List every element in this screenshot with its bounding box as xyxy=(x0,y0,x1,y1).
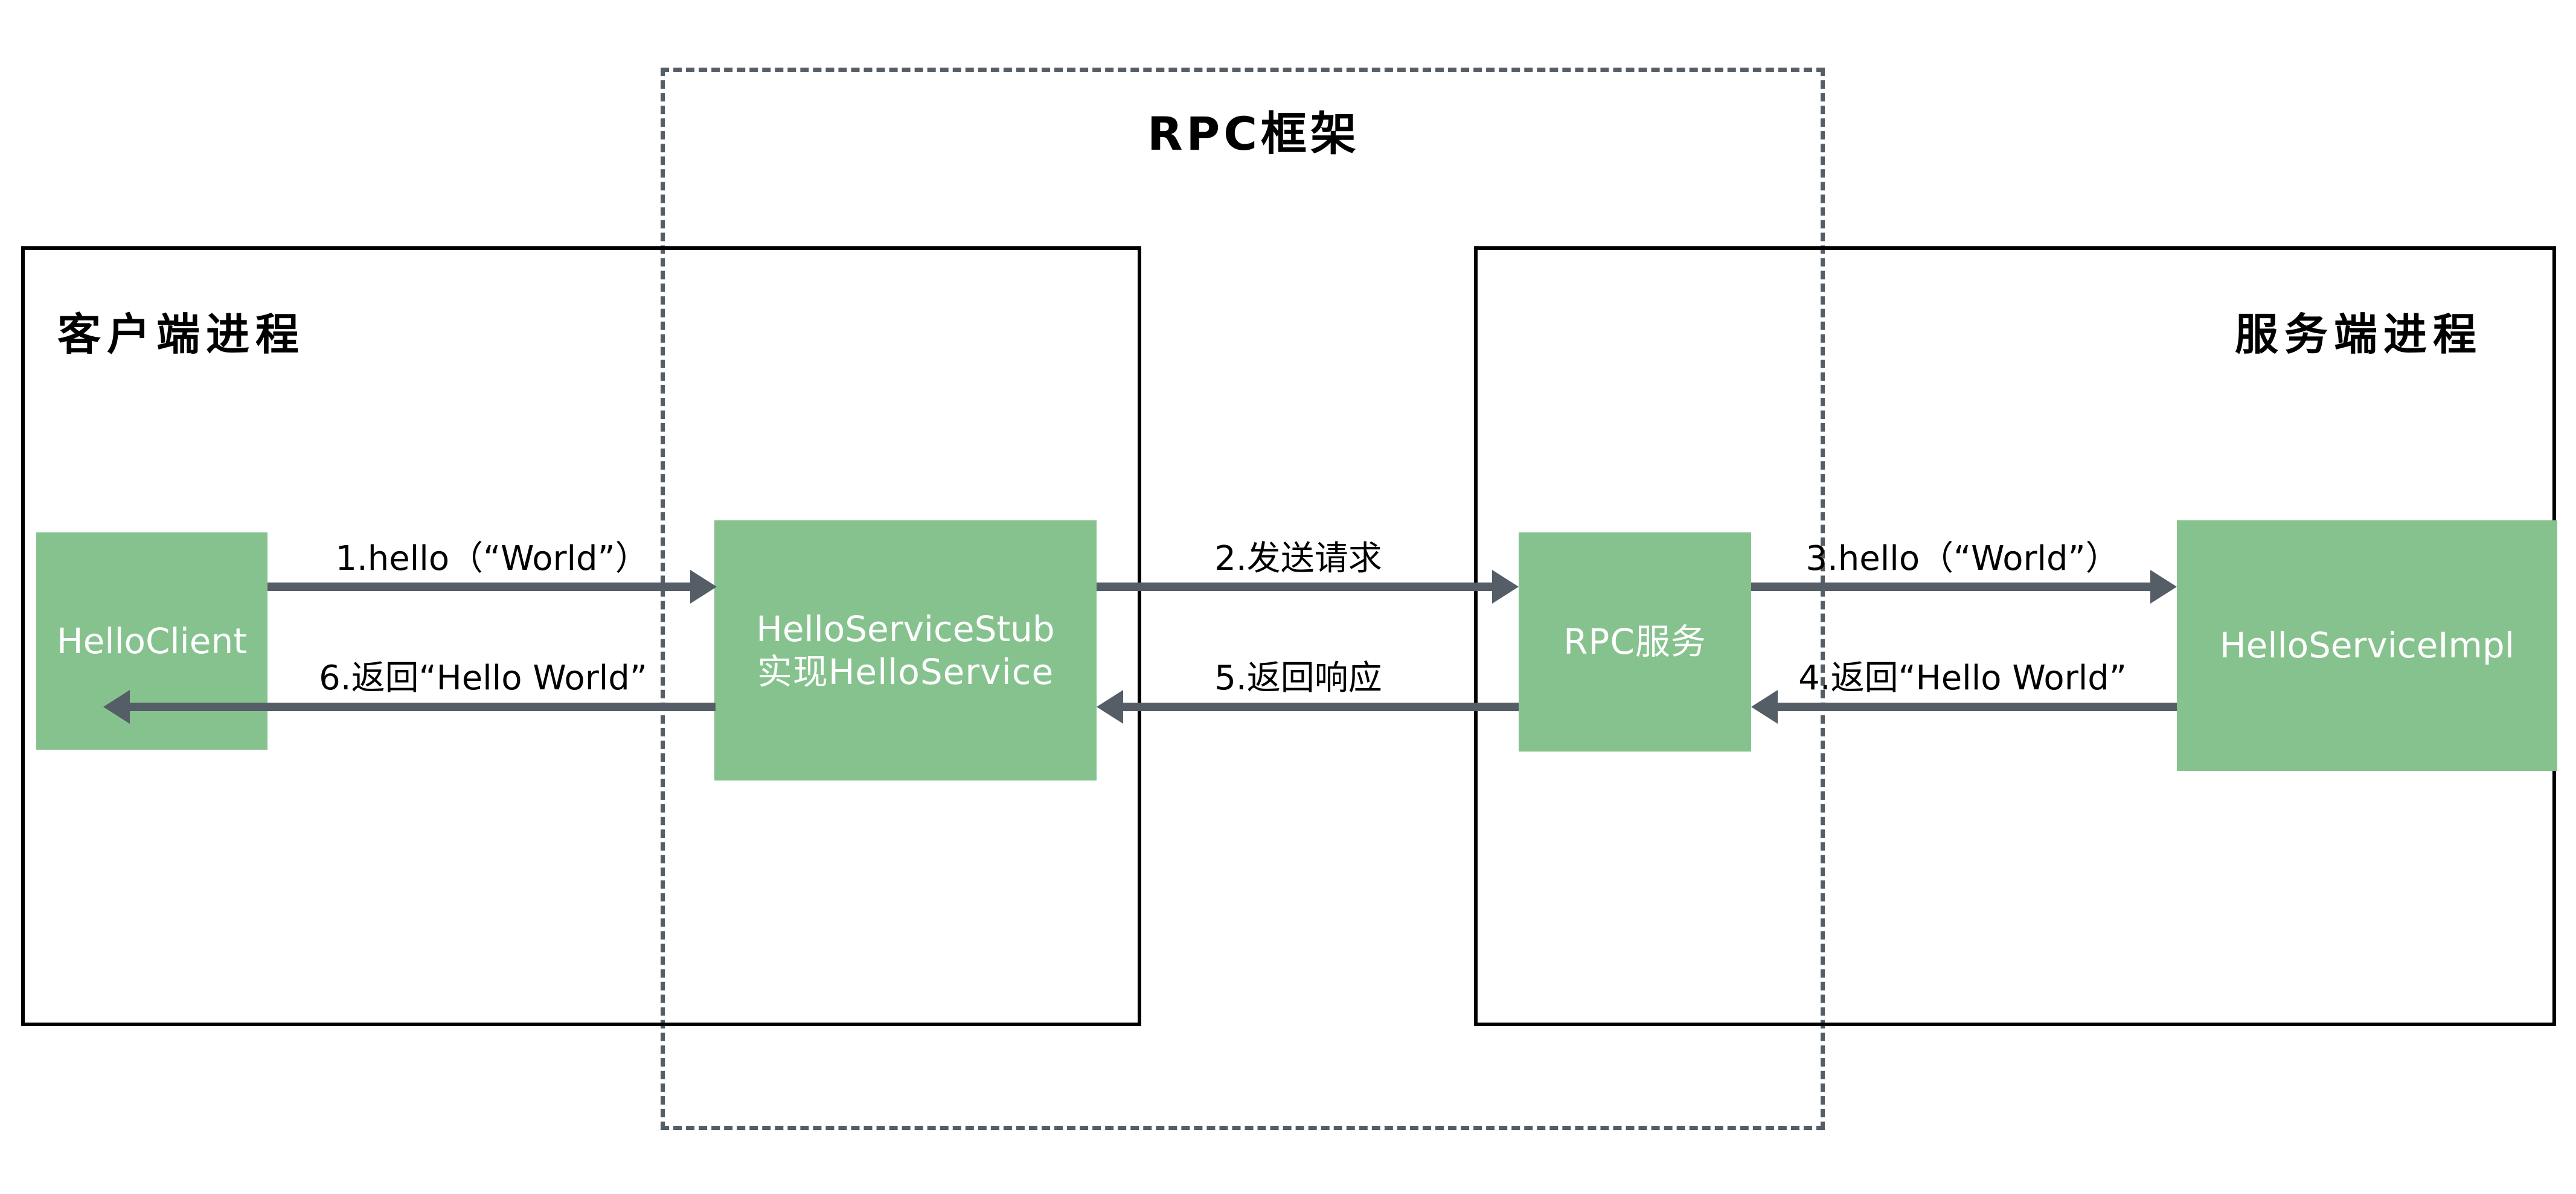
client-process-boundary xyxy=(21,246,1141,1026)
flow-3-arrow-line xyxy=(1751,583,2150,591)
flow-5-label: 5.返回响应 xyxy=(1214,659,1382,698)
rpc-framework-title: RPC框架 xyxy=(1147,107,1360,161)
node-hello-client-label: HelloClient xyxy=(57,620,247,662)
flow-1-label: 1.hello（“World”） xyxy=(335,539,649,578)
flow-4-arrow-head xyxy=(1751,690,1778,724)
flow-6-arrow-head xyxy=(103,690,130,724)
flow-2-label: 2.发送请求 xyxy=(1214,539,1382,578)
flow-4-label: 4.返回“Hello World” xyxy=(1798,659,2127,698)
flow-3-arrow-head xyxy=(2150,570,2177,604)
node-hello-service-impl-label: HelloServiceImpl xyxy=(2220,625,2514,666)
node-hello-service-stub-sublabel: 实现HelloService xyxy=(757,651,1054,692)
node-hello-service-stub-label: HelloServiceStub xyxy=(756,608,1055,650)
flow-5-arrow-line xyxy=(1123,703,1519,711)
client-process-label: 客户端进程 xyxy=(57,309,306,360)
node-hello-service-impl[interactable]: HelloServiceImpl xyxy=(2177,520,2557,771)
flow-2-arrow-line xyxy=(1097,583,1492,591)
rpc-framework-boundary xyxy=(661,68,1825,1130)
flow-6-arrow-line xyxy=(130,703,716,711)
server-process-label: 服务端进程 xyxy=(2235,309,2483,360)
flow-1-arrow-line xyxy=(268,583,690,591)
flow-2-arrow-head xyxy=(1492,570,1519,604)
flow-4-arrow-line xyxy=(1778,703,2177,711)
flow-1-arrow-head xyxy=(690,570,717,604)
flow-5-arrow-head xyxy=(1097,690,1123,724)
node-rpc-service-label: RPC服务 xyxy=(1563,621,1706,663)
node-hello-service-stub[interactable]: HelloServiceStub 实现HelloService xyxy=(714,520,1097,781)
node-rpc-service[interactable]: RPC服务 xyxy=(1519,532,1751,752)
flow-3-label: 3.hello（“World”） xyxy=(1805,539,2119,578)
flow-6-label: 6.返回“Hello World” xyxy=(319,659,647,698)
node-hello-client[interactable]: HelloClient xyxy=(36,532,268,750)
